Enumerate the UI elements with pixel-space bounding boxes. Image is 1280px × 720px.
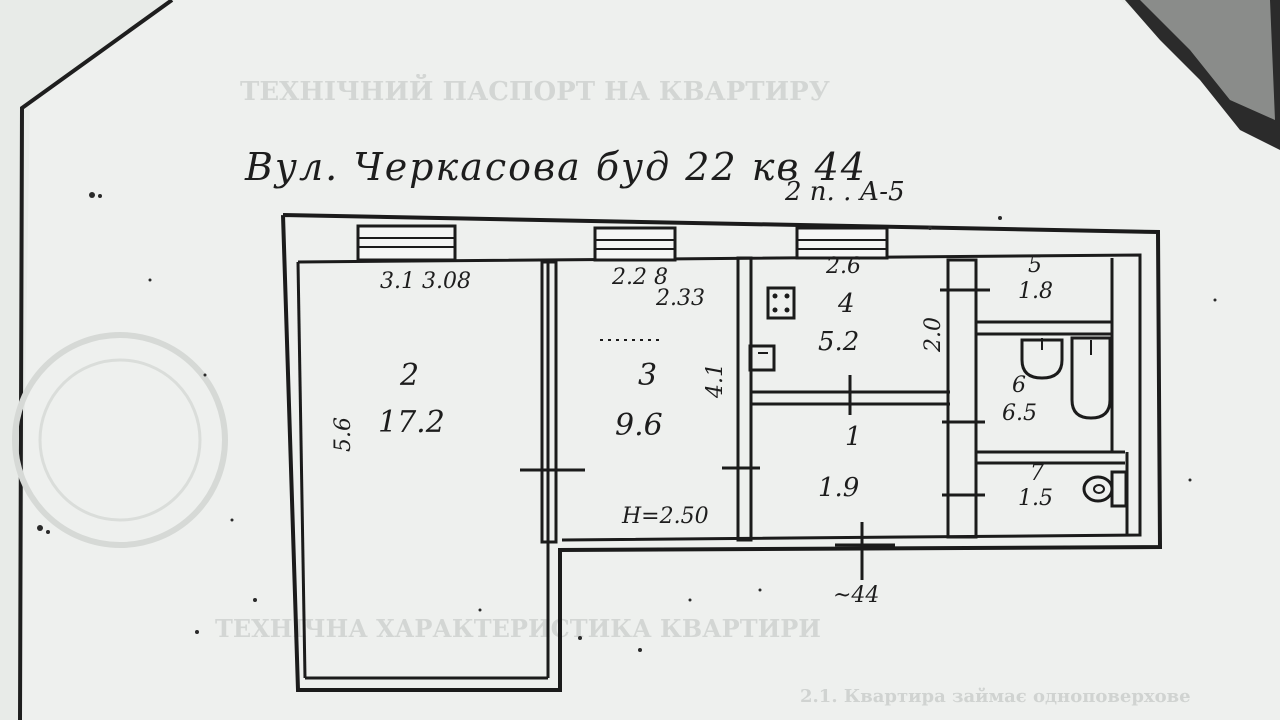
- room-3-inner-dimension: 2.33: [655, 286, 705, 311]
- apartment-number-mark: ~44: [833, 583, 879, 608]
- corner-fold: [1140, 0, 1275, 120]
- room-3-side-dimension: 4.1: [703, 363, 728, 399]
- paper-sheet: [20, 0, 1280, 720]
- room-3-number: 3: [638, 358, 657, 393]
- room-1-number: 1: [845, 422, 862, 452]
- outer-walls: [281, 213, 1163, 692]
- room-4-top-dimension: 2.6: [825, 254, 861, 279]
- room-2-side-dimension: 5.6: [331, 417, 356, 452]
- bleed-title: ТЕХНІЧНИЙ ПАСПОРТ НА КВАРТИРУ: [240, 74, 830, 107]
- room-3-area: 9.6: [615, 408, 663, 443]
- address-heading: Вул. Черкасова буд 22 кв 44: [244, 145, 867, 189]
- room-6-number: 6: [1012, 373, 1026, 398]
- washbasin-icon: [1020, 338, 1064, 380]
- room-1-area: 1.9: [818, 473, 859, 503]
- door-marks: [520, 288, 990, 580]
- bleed-table-title: ТЕХНІЧНА ХАРАКТЕРИСТИКА КВАРТИРИ: [215, 614, 821, 643]
- copy-speckle: [37, 192, 1217, 652]
- room-5-number: 5: [1028, 253, 1042, 278]
- room-4-side-dimension: 2.0: [921, 317, 946, 353]
- room-2-top-dimension: 3.1 3.08: [380, 269, 471, 294]
- room-4-area: 5.2: [818, 327, 859, 357]
- room-4-number: 4: [837, 289, 855, 319]
- floor-note: 2 п. . А-5: [784, 177, 905, 207]
- sink-icon: [748, 344, 776, 372]
- room-2-area: 17.2: [378, 405, 445, 440]
- faint-stamp-inner: [38, 358, 202, 522]
- room-5-area: 1.8: [1018, 279, 1053, 304]
- sheet-edge: [18, 0, 174, 720]
- toilet-icon: [1082, 470, 1128, 508]
- ceiling-height: H=2.50: [621, 504, 709, 529]
- bathtub-icon: [1070, 336, 1112, 420]
- faint-stamp: [12, 332, 228, 548]
- room-6-area: 6.5: [1002, 401, 1037, 426]
- bleed-table-note: 2.1. Квартира займає одноповерхове: [800, 686, 1191, 707]
- room-7-area: 1.5: [1018, 486, 1053, 511]
- stove-icon: [766, 286, 796, 320]
- room-3-top-dimension: 2.2 8: [611, 265, 668, 290]
- windows: [356, 224, 889, 262]
- room-7-number: 7: [1030, 461, 1044, 486]
- room-2-number: 2: [399, 358, 419, 393]
